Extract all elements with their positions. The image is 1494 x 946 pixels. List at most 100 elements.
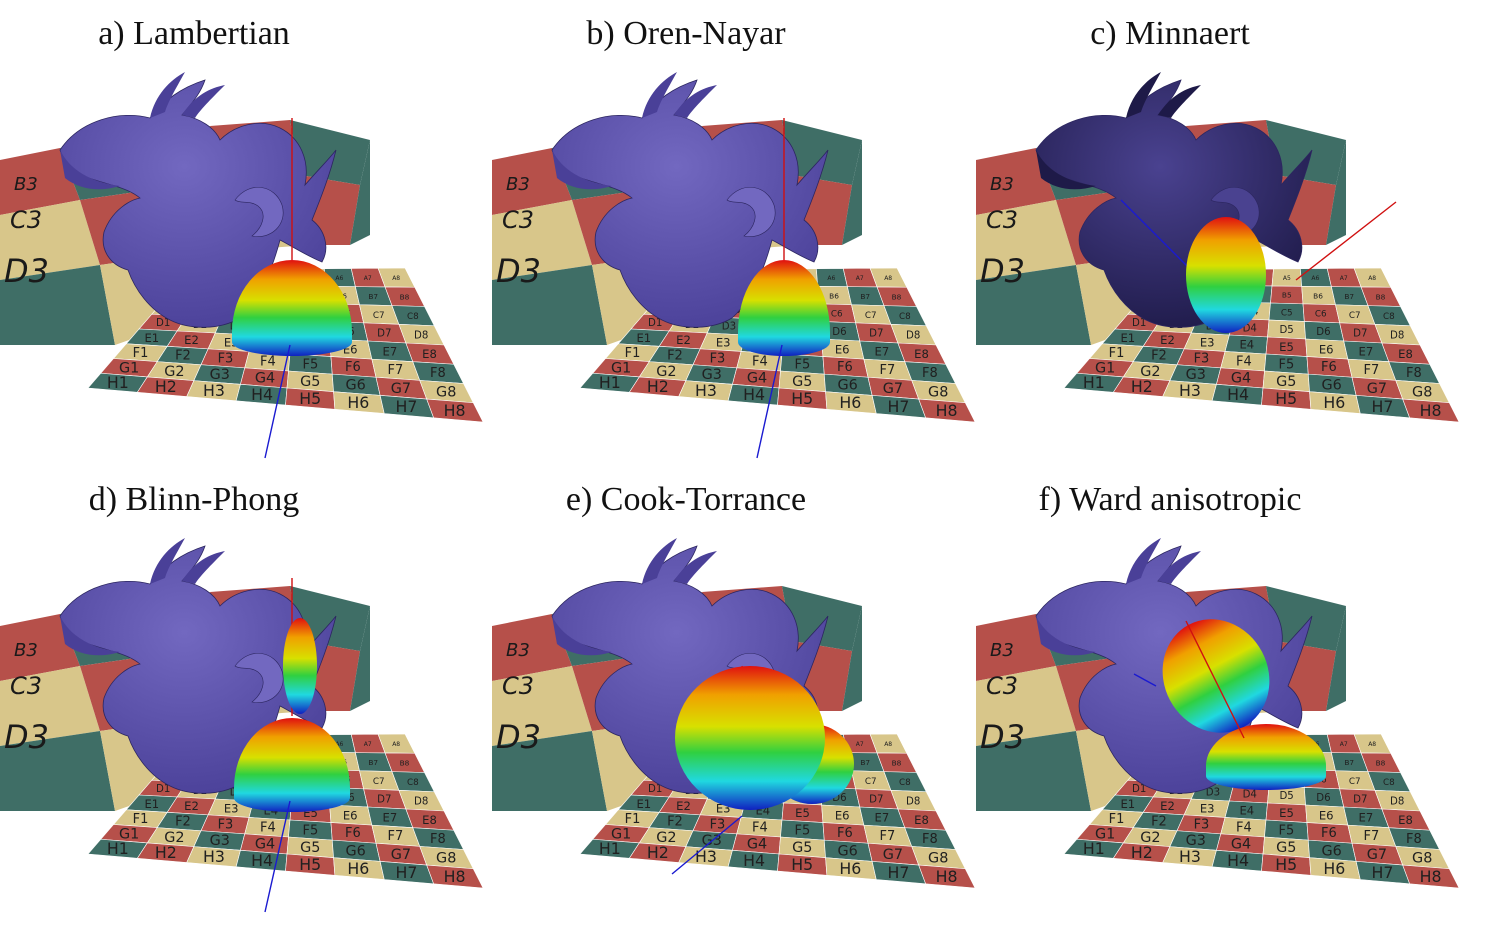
floor-tile-label: G6 (345, 844, 365, 860)
floor-tile-label: D1 (1132, 318, 1146, 329)
wall-label: D3 (4, 718, 49, 756)
floor-tile-label: G6 (1321, 378, 1341, 394)
dragon-coil (234, 652, 284, 703)
floor-tile-label: C7 (373, 311, 385, 321)
floor-tile-label: H2 (647, 377, 669, 396)
dragon-jaw (60, 616, 120, 656)
floor-tile-label: G4 (255, 837, 275, 853)
floor-tile-label: F1 (133, 346, 149, 361)
floor-tile-label: E8 (914, 813, 929, 827)
wall-tile (976, 148, 1056, 215)
floor-tile-label: E1 (1120, 797, 1135, 811)
lobe-hemisphere (738, 260, 830, 356)
floor-tile-label: G2 (164, 364, 184, 380)
floor-tile-label: D6 (832, 793, 846, 804)
floor-tile (918, 398, 976, 423)
floor-tile-label: F8 (1406, 832, 1422, 847)
scene-group: A3B3C3D3A1A2A3A4A5A6A7A8B1B2B3B4B5B6B7B8… (492, 72, 976, 459)
floor-tile-label: E6 (1319, 808, 1334, 822)
floor-tile-label: D1 (648, 784, 662, 795)
floor-tile-label: H5 (1275, 855, 1297, 874)
incident-light-axis (264, 344, 291, 459)
floor-tile-label: D1 (156, 784, 170, 795)
floor-tile-label: B6 (1313, 291, 1323, 300)
floor-tile-label: F2 (667, 815, 683, 830)
floor-tile-label: C8 (899, 312, 911, 322)
dragon-horn (1158, 551, 1201, 584)
dragon-model (59, 72, 337, 328)
panel-c: A3B3C3D3A1A2A3A4A5A6A7A8B1B2B3B4B5B6B7B8… (976, 0, 1464, 470)
floor-tile-label: D3 (1206, 788, 1220, 799)
dragon-jaw (552, 616, 612, 656)
floor-tile-label: C8 (899, 778, 911, 788)
floor-tile-label: H6 (1323, 393, 1345, 412)
wall-label: B3 (990, 640, 1014, 661)
panel-title-a: a) Lambertian (98, 15, 290, 52)
wall-label: D3 (4, 252, 49, 290)
floor-tile (1402, 398, 1460, 423)
brdf-lobe (234, 578, 350, 913)
panel-e: A3B3C3D3A1A2A3A4A5A6A7A8B1B2B3B4B5B6B7B8… (492, 466, 980, 936)
floor-tile-label: H3 (203, 847, 225, 866)
floor-tile-label: F5 (795, 357, 811, 372)
floor-tile-label: B6 (829, 291, 839, 300)
floor-tile-label: H8 (1420, 867, 1442, 886)
floor-tile-label: G4 (1231, 837, 1251, 853)
floor-tile-label: H5 (299, 855, 321, 874)
floor-tile-label: F8 (430, 366, 446, 381)
floor-tile-label: D4 (1243, 323, 1257, 334)
floor-tile-label: H5 (791, 389, 813, 408)
floor-tile-label: G8 (928, 850, 948, 866)
floor-tile-label: G7 (1367, 381, 1387, 397)
floor-tile-label: G3 (1186, 367, 1206, 383)
floor-tile-label: H5 (1275, 389, 1297, 408)
floor-tile-label: F5 (303, 823, 319, 838)
wall-tile (492, 200, 592, 280)
floor-tile-label: H6 (839, 393, 861, 412)
floor-tile-label: G6 (1321, 844, 1341, 860)
wall-tile (976, 265, 1091, 345)
floor-tile-label: F3 (710, 818, 726, 833)
floor-tile-label: A8 (884, 741, 892, 748)
wall-tile (492, 614, 572, 681)
floor-tile-label: E5 (1279, 340, 1294, 354)
floor-tile-label: A8 (392, 275, 400, 282)
floor-tile-label: D7 (377, 795, 391, 806)
floor-tile-label: F2 (1151, 815, 1167, 830)
lobe-tilted-ellipsoid (1162, 619, 1270, 733)
floor-tile-label: B8 (892, 293, 902, 302)
floor-tile-label: G8 (928, 384, 948, 400)
wall-tile (782, 120, 862, 185)
floor-tile-label: H1 (1083, 373, 1105, 392)
floor-tile-label: F7 (388, 829, 404, 844)
floor-tile-label: H2 (1131, 843, 1153, 862)
floor-tile-label: A6 (335, 275, 343, 282)
wall-tile (0, 200, 100, 280)
floor-tile-label: G5 (792, 840, 812, 856)
floor-tile-label: H4 (1227, 385, 1249, 404)
wall-tile (0, 731, 115, 811)
floor-tile-label: E2 (676, 799, 691, 813)
dragon-horn (674, 85, 717, 118)
floor-tile-label: F4 (1236, 354, 1252, 369)
floor-tile-label: D4 (1243, 789, 1257, 800)
wall-label: C3 (502, 672, 534, 700)
dragon-horn (674, 551, 717, 584)
floor-tile-label: D5 (1279, 325, 1293, 336)
dragon-horn (182, 551, 225, 584)
floor-tile-label: B8 (400, 759, 410, 768)
floor-tile-label: H4 (1227, 851, 1249, 870)
floor-tile-label: F4 (752, 820, 768, 835)
floor-tile-label: H3 (203, 381, 225, 400)
scene-d: A3B3C3D3A1A2A3A4A5A6A7A8B1B2B3B4B5B6B7B8… (0, 538, 484, 913)
wall-tile (976, 200, 1076, 280)
floor-tile-label: H6 (839, 859, 861, 878)
floor-tile-label: A8 (392, 741, 400, 748)
dragon-horn (642, 538, 677, 584)
lobe-specular-spike (283, 618, 317, 714)
wall-label: B3 (14, 640, 38, 661)
floor-tile-label: F5 (303, 357, 319, 372)
floor-tile-label: F7 (1364, 829, 1380, 844)
floor-tile-label: E3 (716, 335, 731, 349)
dragon-jaw (60, 150, 120, 190)
